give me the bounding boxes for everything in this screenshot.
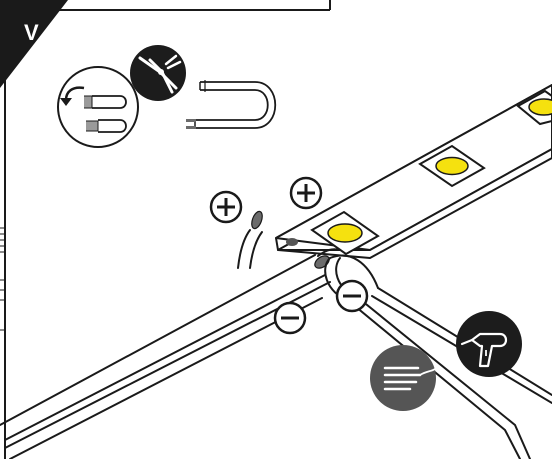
led-chip-2 <box>418 144 486 188</box>
pliers-icon <box>130 45 186 101</box>
led-chip-1 <box>310 210 380 256</box>
plus-symbol-strip <box>289 176 323 210</box>
minus-symbol-cable <box>273 301 307 335</box>
soldering-iron-icon <box>456 311 522 377</box>
plus-symbol-cable <box>209 190 243 224</box>
twin-cable <box>0 229 341 459</box>
minus-symbol-strip <box>335 279 369 313</box>
step-label: V <box>24 20 39 45</box>
step-badge: V <box>0 0 68 88</box>
stripped-wire-tips <box>251 210 330 269</box>
led-chip-3 <box>516 89 552 126</box>
heat-shrink-icon <box>370 345 439 411</box>
strip-wire-detail-icon <box>57 66 277 148</box>
edge-marks <box>0 227 5 331</box>
